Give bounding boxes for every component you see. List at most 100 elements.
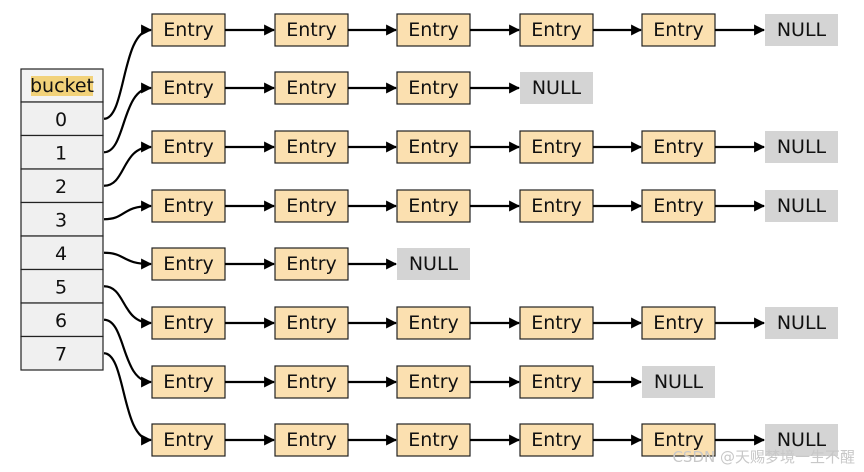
entry-label: Entry <box>653 136 704 158</box>
entry-label: Entry <box>163 312 214 334</box>
entry-node <box>396 306 471 340</box>
entry-node <box>396 189 471 223</box>
bucket-link-arrow <box>103 318 153 388</box>
entry-label: Entry <box>531 371 582 393</box>
bucket-index: 4 <box>55 243 67 265</box>
entry-node <box>641 130 716 164</box>
entry-node <box>274 71 349 105</box>
entry-label: Entry <box>408 429 459 451</box>
entry-node <box>396 423 471 457</box>
chain-row: Entry Entry Entry Entry NULL <box>151 365 715 399</box>
entry-node <box>274 423 349 457</box>
bucket-link-arrow <box>103 24 153 120</box>
entry-node <box>274 247 349 281</box>
entry-node <box>519 423 594 457</box>
entry-label: Entry <box>286 19 337 41</box>
bucket-cell <box>20 134 104 170</box>
bucket-cell <box>20 201 104 237</box>
bucket-link-arrow <box>103 82 153 154</box>
entry-label: Entry <box>163 253 214 275</box>
entry-label: Entry <box>163 19 214 41</box>
entry-node <box>274 365 349 399</box>
bucket-index: 7 <box>55 344 67 366</box>
entry-node <box>274 13 349 47</box>
bucket-link-arrow <box>103 285 153 329</box>
entry-label: Entry <box>531 136 582 158</box>
bucket-cell <box>20 335 104 371</box>
entry-node <box>396 365 471 399</box>
bucket-link-arrow <box>103 141 153 187</box>
entry-node <box>151 247 226 281</box>
entry-label: Entry <box>163 195 214 217</box>
bucket-link-arrow <box>103 200 153 221</box>
entry-label: Entry <box>163 429 214 451</box>
bucket-links <box>103 24 153 446</box>
entry-label: Entry <box>286 136 337 158</box>
null-terminator <box>765 131 838 163</box>
bucket-index: 0 <box>55 109 67 131</box>
entry-label: Entry <box>531 195 582 217</box>
entry-node <box>151 423 226 457</box>
entry-node <box>151 306 226 340</box>
null-label: NULL <box>777 195 827 217</box>
bucket-index: 2 <box>55 176 67 198</box>
entry-label: Entry <box>653 19 704 41</box>
bucket-link-arrow <box>103 352 153 446</box>
chain-row: Entry Entry Entry Entry Entry NULL <box>151 189 838 223</box>
entry-node <box>274 306 349 340</box>
entry-label: Entry <box>286 77 337 99</box>
bucket-index: 1 <box>55 143 67 165</box>
bucket-index: 6 <box>55 310 67 332</box>
entry-label: Entry <box>531 19 582 41</box>
null-label: NULL <box>777 429 827 451</box>
entry-label: Entry <box>408 195 459 217</box>
null-label: NULL <box>777 136 827 158</box>
entry-label: Entry <box>408 136 459 158</box>
entry-node <box>396 130 471 164</box>
entry-label: Entry <box>653 429 704 451</box>
entry-label: Entry <box>163 77 214 99</box>
bucket-cell <box>20 101 104 137</box>
entry-label: Entry <box>408 371 459 393</box>
null-terminator <box>520 72 593 104</box>
entry-node <box>641 423 716 457</box>
entry-label: Entry <box>531 429 582 451</box>
entry-node <box>396 13 471 47</box>
null-label: NULL <box>777 19 827 41</box>
bucket-index: 5 <box>55 277 67 299</box>
entry-node <box>151 189 226 223</box>
bucket-cell <box>20 268 104 304</box>
bucket-header-label: bucket <box>30 75 94 97</box>
entry-label: Entry <box>653 195 704 217</box>
entry-label: Entry <box>163 136 214 158</box>
null-label: NULL <box>654 371 704 393</box>
bucket-cell <box>20 235 104 271</box>
entry-node <box>274 189 349 223</box>
entry-label: Entry <box>286 312 337 334</box>
entry-node <box>396 71 471 105</box>
null-terminator <box>397 248 470 280</box>
null-terminator <box>765 14 838 46</box>
entry-label: Entry <box>286 371 337 393</box>
entry-label: Entry <box>286 195 337 217</box>
entry-node <box>519 306 594 340</box>
entry-node <box>641 306 716 340</box>
entry-label: Entry <box>653 312 704 334</box>
null-terminator <box>642 366 715 398</box>
entry-node <box>519 189 594 223</box>
entry-label: Entry <box>286 429 337 451</box>
entry-label: Entry <box>531 312 582 334</box>
entry-node <box>519 13 594 47</box>
null-terminator <box>765 424 838 456</box>
entry-label: Entry <box>163 371 214 393</box>
chain-row: Entry Entry Entry Entry Entry NULL <box>151 130 838 164</box>
entry-node <box>151 71 226 105</box>
null-label: NULL <box>777 312 827 334</box>
bucket-link-arrow <box>103 251 153 270</box>
entry-label: Entry <box>408 77 459 99</box>
